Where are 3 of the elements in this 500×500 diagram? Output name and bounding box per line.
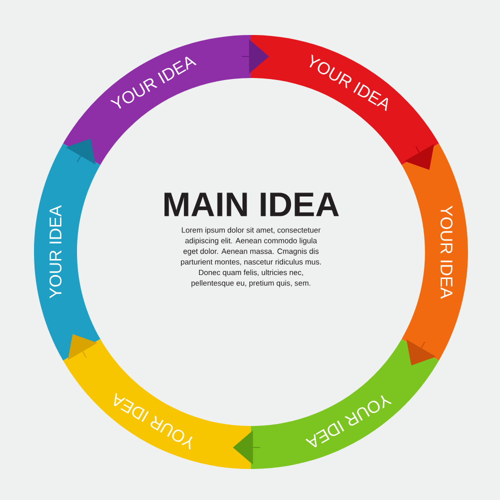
title: MAIN IDEA [164, 192, 339, 216]
ribbon-segment: YOUR IDEA [34, 144, 100, 360]
ribbon-segment: YOUR IDEA [402, 144, 468, 360]
